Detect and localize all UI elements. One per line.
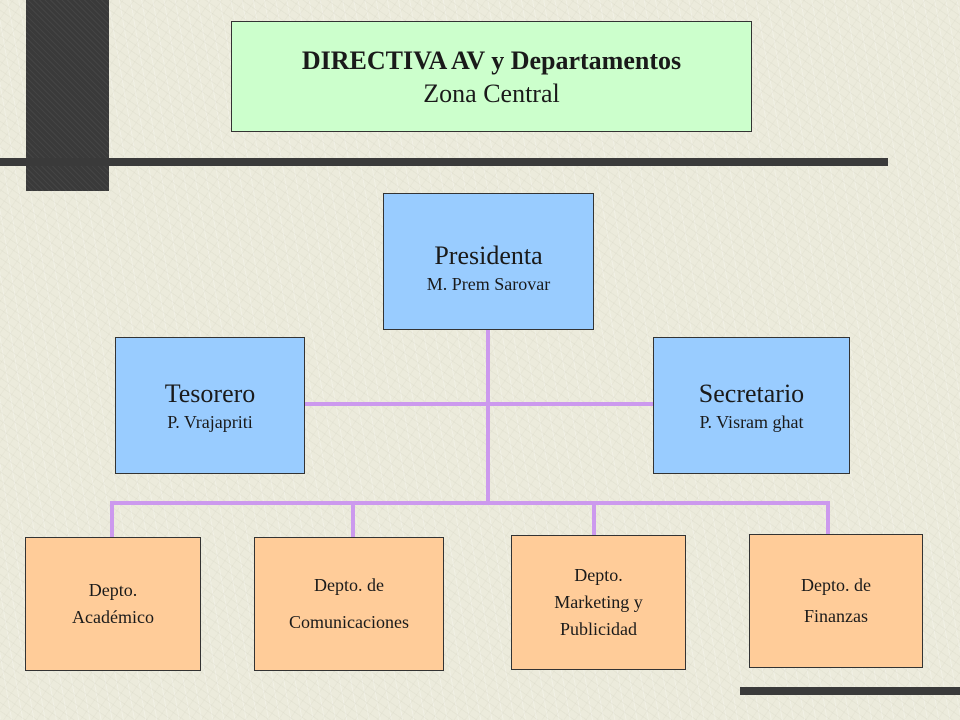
dept-marketing-line1: Depto.: [574, 565, 623, 585]
dept-marketing-line2: Marketing y: [554, 592, 643, 612]
dept-comunicaciones-box: Depto. de Comunicaciones: [254, 537, 444, 671]
dept-finanzas-line1: Depto. de: [801, 575, 871, 595]
treasurer-name: P. Vrajapriti: [167, 411, 253, 432]
dept-comunicaciones-line1: Depto. de: [314, 575, 384, 595]
treasurer-role: Tesorero: [164, 378, 256, 408]
connector-dept-1: [110, 501, 114, 537]
president-role: Presidenta: [434, 240, 543, 270]
treasurer-box: Tesorero P. Vrajapriti: [115, 337, 305, 474]
president-name: M. Prem Sarovar: [426, 273, 551, 294]
dept-academico-line1: Depto.: [88, 580, 138, 600]
president-box: Presidenta M. Prem Sarovar: [383, 193, 594, 330]
dept-marketing-line3: Publicidad: [560, 619, 637, 639]
connector-dept-4: [826, 501, 830, 534]
title-subtitle: Zona Central: [423, 78, 560, 108]
connector-departments: [110, 501, 830, 505]
secretary-box: Secretario P. Visram ghat: [653, 337, 850, 474]
connector-dept-2: [351, 501, 355, 537]
decorative-bar-top: [0, 158, 888, 166]
secretary-name: P. Visram ghat: [699, 411, 804, 432]
secretary-role: Secretario: [698, 378, 805, 408]
dept-finanzas-line2: Finanzas: [804, 606, 868, 626]
decorative-bar-bottom: [740, 687, 960, 695]
title-main: DIRECTIVA AV y Departamentos: [301, 45, 682, 75]
title-box: DIRECTIVA AV y Departamentos Zona Centra…: [231, 21, 752, 132]
dept-finanzas-box: Depto. de Finanzas: [749, 534, 923, 668]
dept-academico-box: Depto. Académico: [25, 537, 201, 671]
dept-academico-line2: Académico: [72, 607, 154, 627]
dept-comunicaciones-line2: Comunicaciones: [289, 612, 409, 632]
connector-dept-3: [592, 501, 596, 535]
connector-president-down: [486, 330, 490, 504]
dept-marketing-box: Depto. Marketing y Publicidad: [511, 535, 686, 670]
connector-officers: [304, 402, 656, 406]
